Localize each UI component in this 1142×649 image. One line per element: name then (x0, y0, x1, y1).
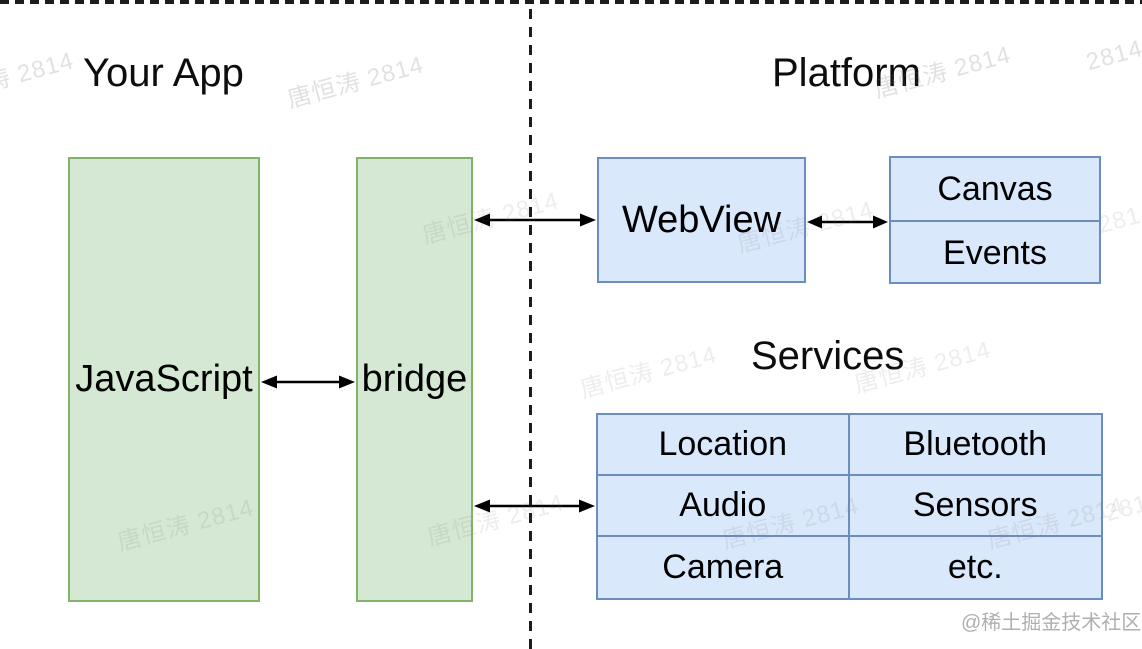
juejin-credit: @稀土掘金技术社区 (961, 612, 1142, 634)
arrow-bridge-webview (473, 208, 597, 232)
javascript-box: JavaScript (68, 157, 260, 602)
webview-label: WebView (621, 198, 782, 241)
bridge-label: bridge (361, 358, 468, 400)
canvas-cell: Canvas (891, 158, 1099, 222)
events-cell: Events (943, 233, 1047, 272)
top-dashed-border (0, 0, 1142, 4)
arrow-javascript-bridge (260, 370, 356, 394)
services-table: Location Bluetooth Audio Sensors Camera … (596, 413, 1103, 600)
webview-box: WebView (597, 157, 806, 283)
service-cell-bluetooth: Bluetooth (849, 415, 1101, 476)
javascript-label: JavaScript (75, 358, 253, 400)
service-cell-camera: Camera (598, 537, 850, 598)
watermark: 2814 (1083, 35, 1142, 76)
platform-title: Platform (772, 51, 921, 95)
arrow-bridge-services (473, 494, 596, 518)
watermark: 唐恒涛 2814 (577, 341, 720, 404)
services-title: Services (751, 334, 905, 378)
canvas-events-box: Canvas Events (889, 156, 1101, 284)
your-app-title: Your App (83, 51, 244, 95)
watermark: 唐恒涛 2814 (0, 47, 77, 110)
service-cell-audio: Audio (598, 476, 850, 537)
watermark: 2814 (1102, 486, 1142, 527)
service-cell-location: Location (598, 415, 850, 476)
watermark: 2814 (1095, 198, 1142, 239)
service-cell-etc: etc. (947, 548, 1003, 586)
app-platform-divider-dashed-line (529, 9, 532, 649)
watermark: 唐恒涛 2814 (284, 51, 427, 114)
arrow-webview-canvas-events (806, 210, 889, 234)
bridge-box: bridge (356, 157, 473, 602)
service-cell-sensors: Sensors (849, 476, 1101, 537)
